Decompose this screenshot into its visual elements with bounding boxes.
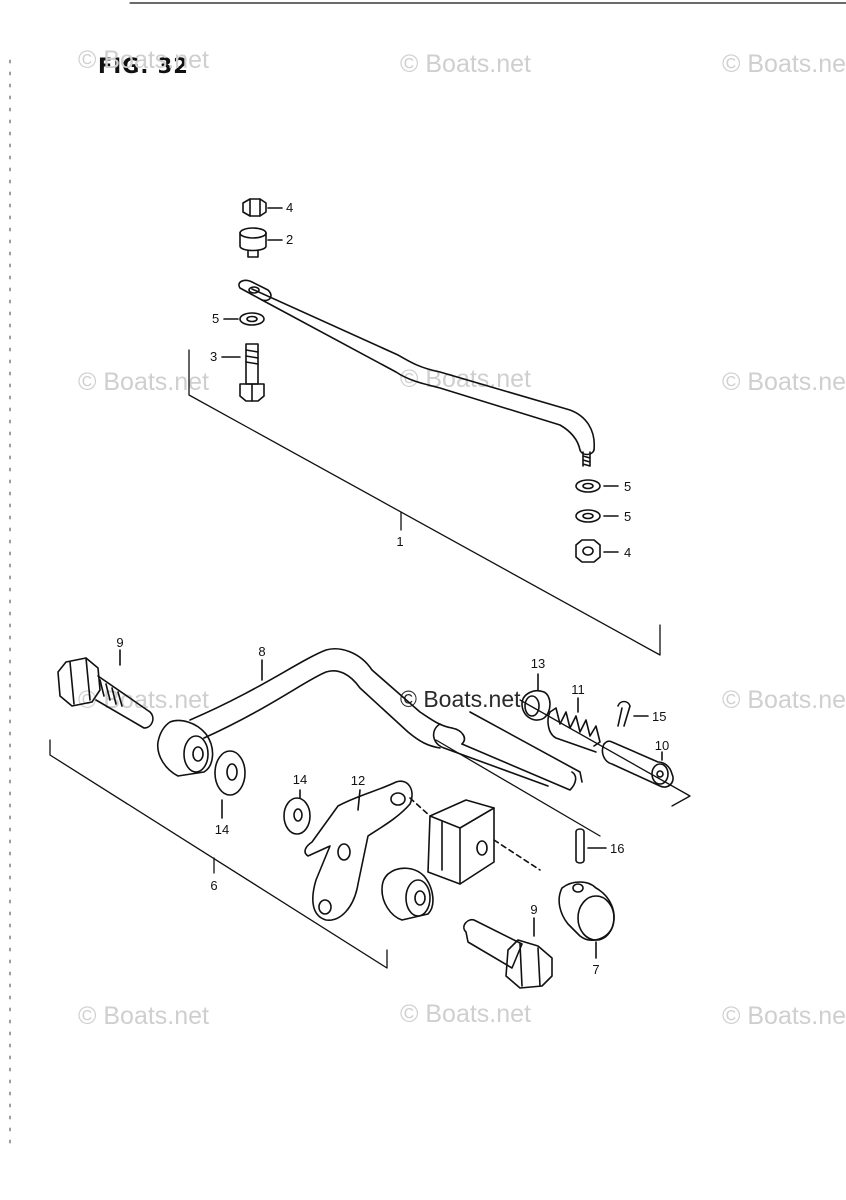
callout-14-center: 14 [293,772,307,787]
watermark: © Boats.net [400,50,531,78]
callout-6: 6 [210,878,217,893]
callout-9-left: 9 [116,635,123,650]
callout-13: 13 [531,656,545,671]
nut-part-4-top [242,198,283,217]
watermark: © Boats.net [78,1002,209,1030]
callout-1: 1 [396,534,403,549]
callout-7: 7 [592,962,599,977]
watermark: © Boats.net [722,1002,846,1030]
bolt-part-3 [221,343,265,402]
watermark: © Boats.net [722,368,846,396]
shaft-outline [435,699,691,837]
bolt-part-9-right [463,917,553,989]
spring-part-11 [547,697,601,753]
callout-15: 15 [652,709,666,724]
washer-part-5-left [223,312,265,326]
pin-part-16 [575,828,607,864]
watermark: © Boats.net [78,368,209,396]
watermark: © Boats.net [400,1000,531,1028]
collar-part-6-right [381,867,434,921]
callout-10: 10 [655,738,669,753]
callout-5-left: 5 [212,311,219,326]
callout-14-left: 14 [215,822,229,837]
washer-part-5-b [575,509,619,523]
figure-title: FIG. 32 [98,54,189,78]
nut-part-4-bottom [575,539,619,563]
callout-3: 3 [210,349,217,364]
collar-part-6-left [156,719,214,777]
callout-2: 2 [286,232,293,247]
callout-12: 12 [351,773,365,788]
watermark: © Boats.net [722,686,846,714]
callout-8: 8 [258,644,265,659]
washer-part-14-center [283,789,311,835]
assembly-bracket-6 [49,739,388,969]
washer-part-5-a [575,479,619,493]
bolt-part-9-left [57,649,154,729]
callout-16: 16 [610,841,624,856]
lever-part-8 [189,648,583,791]
cotter-pin-part-15 [617,700,649,727]
pin-part-10 [601,740,674,788]
watermark: © Boats.net [400,686,521,712]
collar-part-2 [239,227,283,258]
callout-11: 11 [571,682,585,697]
callout-5-b: 5 [624,509,631,524]
bracket-housing [409,797,541,885]
assembly-bracket-1 [188,349,661,656]
plate-part-12 [304,780,413,921]
knob-part-7 [558,881,615,959]
callout-5-a: 5 [624,479,631,494]
callout-4-top: 4 [286,200,293,215]
rod-part-1 [238,279,595,467]
watermark: © Boats.net [722,50,846,78]
washer-part-14-left [214,750,246,819]
sleeve-part-13 [521,673,551,721]
watermark: © Boats.net [78,46,209,74]
callout-9-right: 9 [530,902,537,917]
callout-4-bottom: 4 [624,545,631,560]
